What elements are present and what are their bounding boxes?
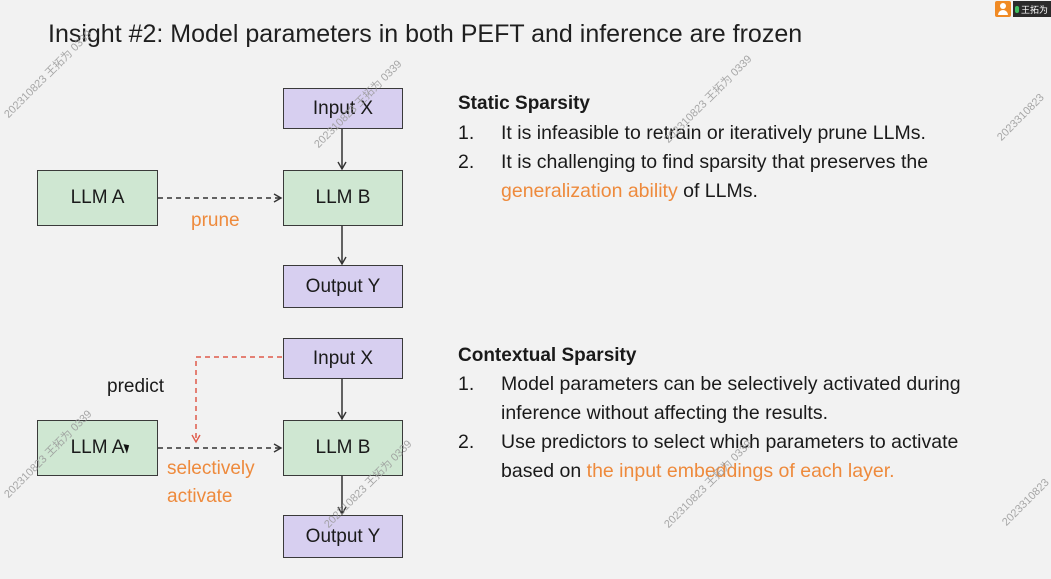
static-sparsity-heading: Static Sparsity [458, 93, 590, 114]
llm-a-box-top: LLM A [37, 170, 158, 226]
highlight-text: generalization ability [501, 180, 678, 202]
arrow-predict-dashed [191, 356, 282, 444]
static-item-1: 1. It is infeasible to retrain or iterat… [458, 119, 1018, 148]
item-text-line2: based on the input embeddings of each la… [501, 457, 895, 486]
item-text: It is challenging to find sparsity that … [501, 151, 929, 173]
contextual-item-1: 1. Model parameters can be selectively a… [458, 370, 1038, 428]
prune-label: prune [191, 210, 240, 231]
output-y-box-bottom: Output Y [283, 515, 403, 558]
item-text: Use predictors to select which parameter… [501, 431, 959, 453]
item-text-rest: of LLMs. [677, 180, 758, 202]
selectively-label: selectively [167, 458, 255, 479]
slide-title: Insight #2: Model parameters in both PEF… [48, 20, 803, 48]
microphone-icon [1015, 5, 1019, 13]
item-text-line2: inference without affecting the results. [501, 402, 828, 424]
llm-a-box-bottom: LLM A [37, 420, 158, 476]
item-text-pre: based on [501, 460, 587, 482]
user-icon[interactable] [995, 1, 1011, 17]
predict-label: predict [107, 376, 165, 397]
item-text: It is infeasible to retrain or iterative… [501, 122, 926, 144]
output-y-box-top: Output Y [283, 265, 403, 308]
contextual-sparsity-heading: Contextual Sparsity [458, 345, 637, 366]
item-number: 2. [458, 151, 475, 173]
llm-b-box-top: LLM B [283, 170, 403, 226]
speaker-name-chip: 王拓为 [1013, 1, 1051, 17]
input-x-box-bottom: Input X [283, 338, 403, 379]
item-number: 1. [458, 122, 475, 144]
meeting-user-chip[interactable]: 王拓为 [995, 0, 1051, 18]
item-number: 1. [458, 373, 475, 395]
llm-b-box-bottom: LLM B [283, 420, 403, 476]
static-item-2: 2. It is challenging to find sparsity th… [458, 148, 1018, 206]
item-text-line2: generalization ability of LLMs. [501, 177, 758, 206]
item-number: 2. [458, 431, 475, 453]
contextual-item-2: 2. Use predictors to select which parame… [458, 428, 1038, 486]
activate-label: activate [167, 486, 233, 507]
speaker-name: 王拓为 [1021, 4, 1049, 15]
item-text: Model parameters can be selectively acti… [501, 373, 961, 395]
highlight-text: the input embeddings of each layer. [586, 460, 895, 482]
input-x-box-top: Input X [283, 88, 403, 129]
